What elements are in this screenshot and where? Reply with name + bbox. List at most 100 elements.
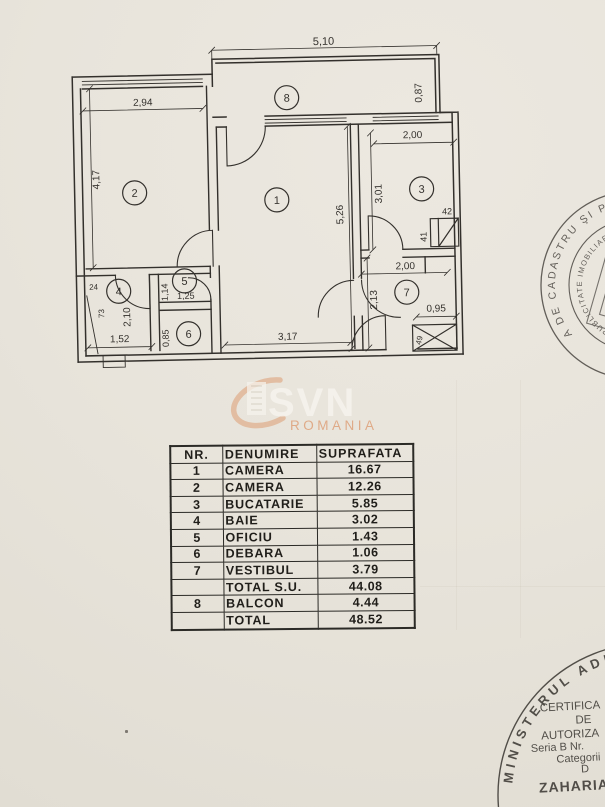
dim-baie-height: 2,10 — [122, 307, 133, 327]
name-cell: BALCON — [223, 594, 318, 613]
area-cell: 4.44 — [317, 593, 415, 612]
label-73: 73 — [97, 309, 106, 319]
bleedthrough-line — [520, 380, 521, 638]
dim-camera2-height: 4,17 — [91, 169, 102, 189]
label-49: 49 — [414, 334, 425, 345]
nr-cell: 4 — [170, 512, 223, 530]
area-cell: 16.67 — [316, 461, 414, 479]
dim-bucatarie-width: 2,00 — [403, 130, 423, 141]
certificat-name: ZAHARIA — [539, 776, 605, 796]
floor-plan-drawing: 1 2 3 4 5 6 7 8 5,10 0,87 2,94 4,17 2,00… — [71, 36, 464, 369]
exterior-walls — [71, 53, 464, 363]
paper-speck — [125, 730, 128, 733]
header-suprafata: SUPRAFATA — [316, 443, 414, 462]
stamp-emblem — [585, 226, 605, 344]
dim-oficiu-height: 1,14 — [160, 283, 170, 301]
dim-camera2-width: 2,94 — [133, 97, 153, 108]
certificat-line-5: Categorii — [556, 751, 601, 765]
header-denumire: DENUMIRE — [222, 444, 317, 463]
room-5-number: 5 — [181, 276, 187, 288]
certificat-line-1: CERTIFICA — [539, 699, 600, 714]
name-cell: BAIE — [222, 511, 317, 530]
nr-cell — [171, 578, 224, 596]
name-cell: CAMERA — [222, 478, 317, 496]
label-41: 41 — [419, 232, 429, 242]
name-cell: VESTIBUL — [223, 561, 318, 579]
certificat-line-2: DE — [575, 714, 592, 727]
area-cell: 5.85 — [316, 494, 414, 512]
dim-balcony-width: 5,10 — [313, 36, 335, 48]
header-nr: NR. — [170, 445, 223, 464]
svn-watermark: SVN ROMANIA — [220, 372, 400, 436]
area-cell: 3.79 — [317, 560, 415, 579]
certificat-line-3: AUTORIZA — [541, 727, 600, 742]
name-cell: TOTAL S.U. — [223, 578, 318, 596]
area-cell: 1.43 — [316, 527, 415, 545]
cadastru-inner-text: PUBLICITATE IMOBILIARĂ AL MUNI — [566, 215, 605, 343]
certificat-line-6: D — [581, 763, 590, 775]
room-6-number: 6 — [185, 329, 191, 341]
table-row: 3 BUCATARIE 5.85 — [170, 494, 414, 513]
dim-balcony-depth: 0,87 — [413, 83, 424, 103]
area-cell: 48.52 — [317, 610, 415, 629]
area-cell: 3.02 — [316, 510, 414, 529]
nr-cell: 6 — [171, 545, 224, 563]
room-1-number: 1 — [274, 195, 280, 207]
table-row-total: TOTAL 48.52 — [171, 610, 415, 630]
floor-plan: 1 2 3 4 5 6 7 8 5,10 0,87 2,94 4,17 2,00… — [58, 32, 485, 386]
svn-logo: SVN ROMANIA — [230, 377, 378, 433]
room-8-number: 8 — [284, 93, 290, 105]
building-icon — [247, 382, 266, 415]
name-cell: OFICIU — [222, 528, 318, 546]
logo-swoosh — [230, 377, 286, 429]
area-cell: 1.06 — [317, 544, 415, 562]
cadastru-stamp: A DE CADASTRU ŞI PUBLICITA PUBLICITATE I… — [536, 182, 605, 380]
label-24: 24 — [89, 283, 99, 292]
nr-cell: 7 — [171, 562, 224, 580]
nr-cell: 1 — [170, 462, 223, 480]
nr-cell: 8 — [171, 595, 224, 613]
nr-cell: 3 — [170, 495, 223, 513]
watermark-country: ROMANIA — [290, 418, 378, 433]
name-cell: DEBARA — [223, 544, 318, 563]
svg-text:MINISTERUL ADMINIST: MINISTERUL ADMINIST — [500, 645, 605, 784]
dim-nisa-width: 0,95 — [426, 303, 446, 314]
dimension-lines — [79, 41, 460, 352]
dim-baie-width: 1,52 — [110, 334, 130, 345]
interior-walls — [75, 85, 456, 355]
bleedthrough-line — [456, 380, 457, 630]
table-header-row: NR. DENUMIRE SUPRAFATA — [170, 443, 414, 464]
dim-vestibul-width: 2,00 — [395, 261, 415, 272]
certificat-arc-text: MINISTERUL ADMINIST — [500, 645, 605, 784]
nr-cell: 2 — [170, 479, 223, 497]
name-cell: BUCATARIE — [222, 495, 317, 513]
dim-vestibul-height: 2,13 — [369, 290, 380, 310]
svg-text:A DE CADASTRU ŞI PUBLICITA: A DE CADASTRU ŞI PUBLICITA — [536, 182, 605, 355]
windows — [81, 78, 439, 369]
watermark-brand: SVN — [268, 381, 356, 425]
room-7-number: 7 — [404, 287, 410, 299]
shaft-boxes — [411, 217, 460, 352]
dim-oficiu-width: 1,25 — [177, 291, 195, 301]
room-4-number: 4 — [116, 286, 122, 298]
dim-camera1-width: 3,17 — [278, 331, 298, 342]
area-cell: 12.26 — [316, 477, 414, 496]
bleedthrough-line — [420, 586, 605, 587]
table-row: 1 CAMERA 16.67 — [170, 461, 414, 480]
name-cell: CAMERA — [222, 461, 317, 480]
table-row: 2 CAMERA 12.26 — [170, 477, 414, 497]
name-cell: TOTAL — [223, 611, 318, 630]
room-2-number: 2 — [131, 188, 137, 200]
doors — [114, 125, 404, 351]
room-3-number: 3 — [418, 184, 424, 196]
nr-cell — [171, 612, 224, 630]
cadastru-outer-text: A DE CADASTRU ŞI PUBLICITA — [536, 182, 605, 355]
certificat-stamp: MINISTERUL ADMINIST CERTIFICA DE AUTORIZ… — [497, 645, 605, 807]
certificat-line-4: Seria B Nr. — [531, 740, 585, 755]
dim-camera1-height: 5,26 — [335, 204, 346, 224]
room-markers — [106, 85, 435, 347]
dim-debara-height: 0,85 — [161, 329, 171, 347]
label-42: 42 — [442, 206, 452, 216]
nr-cell: 5 — [170, 529, 224, 547]
